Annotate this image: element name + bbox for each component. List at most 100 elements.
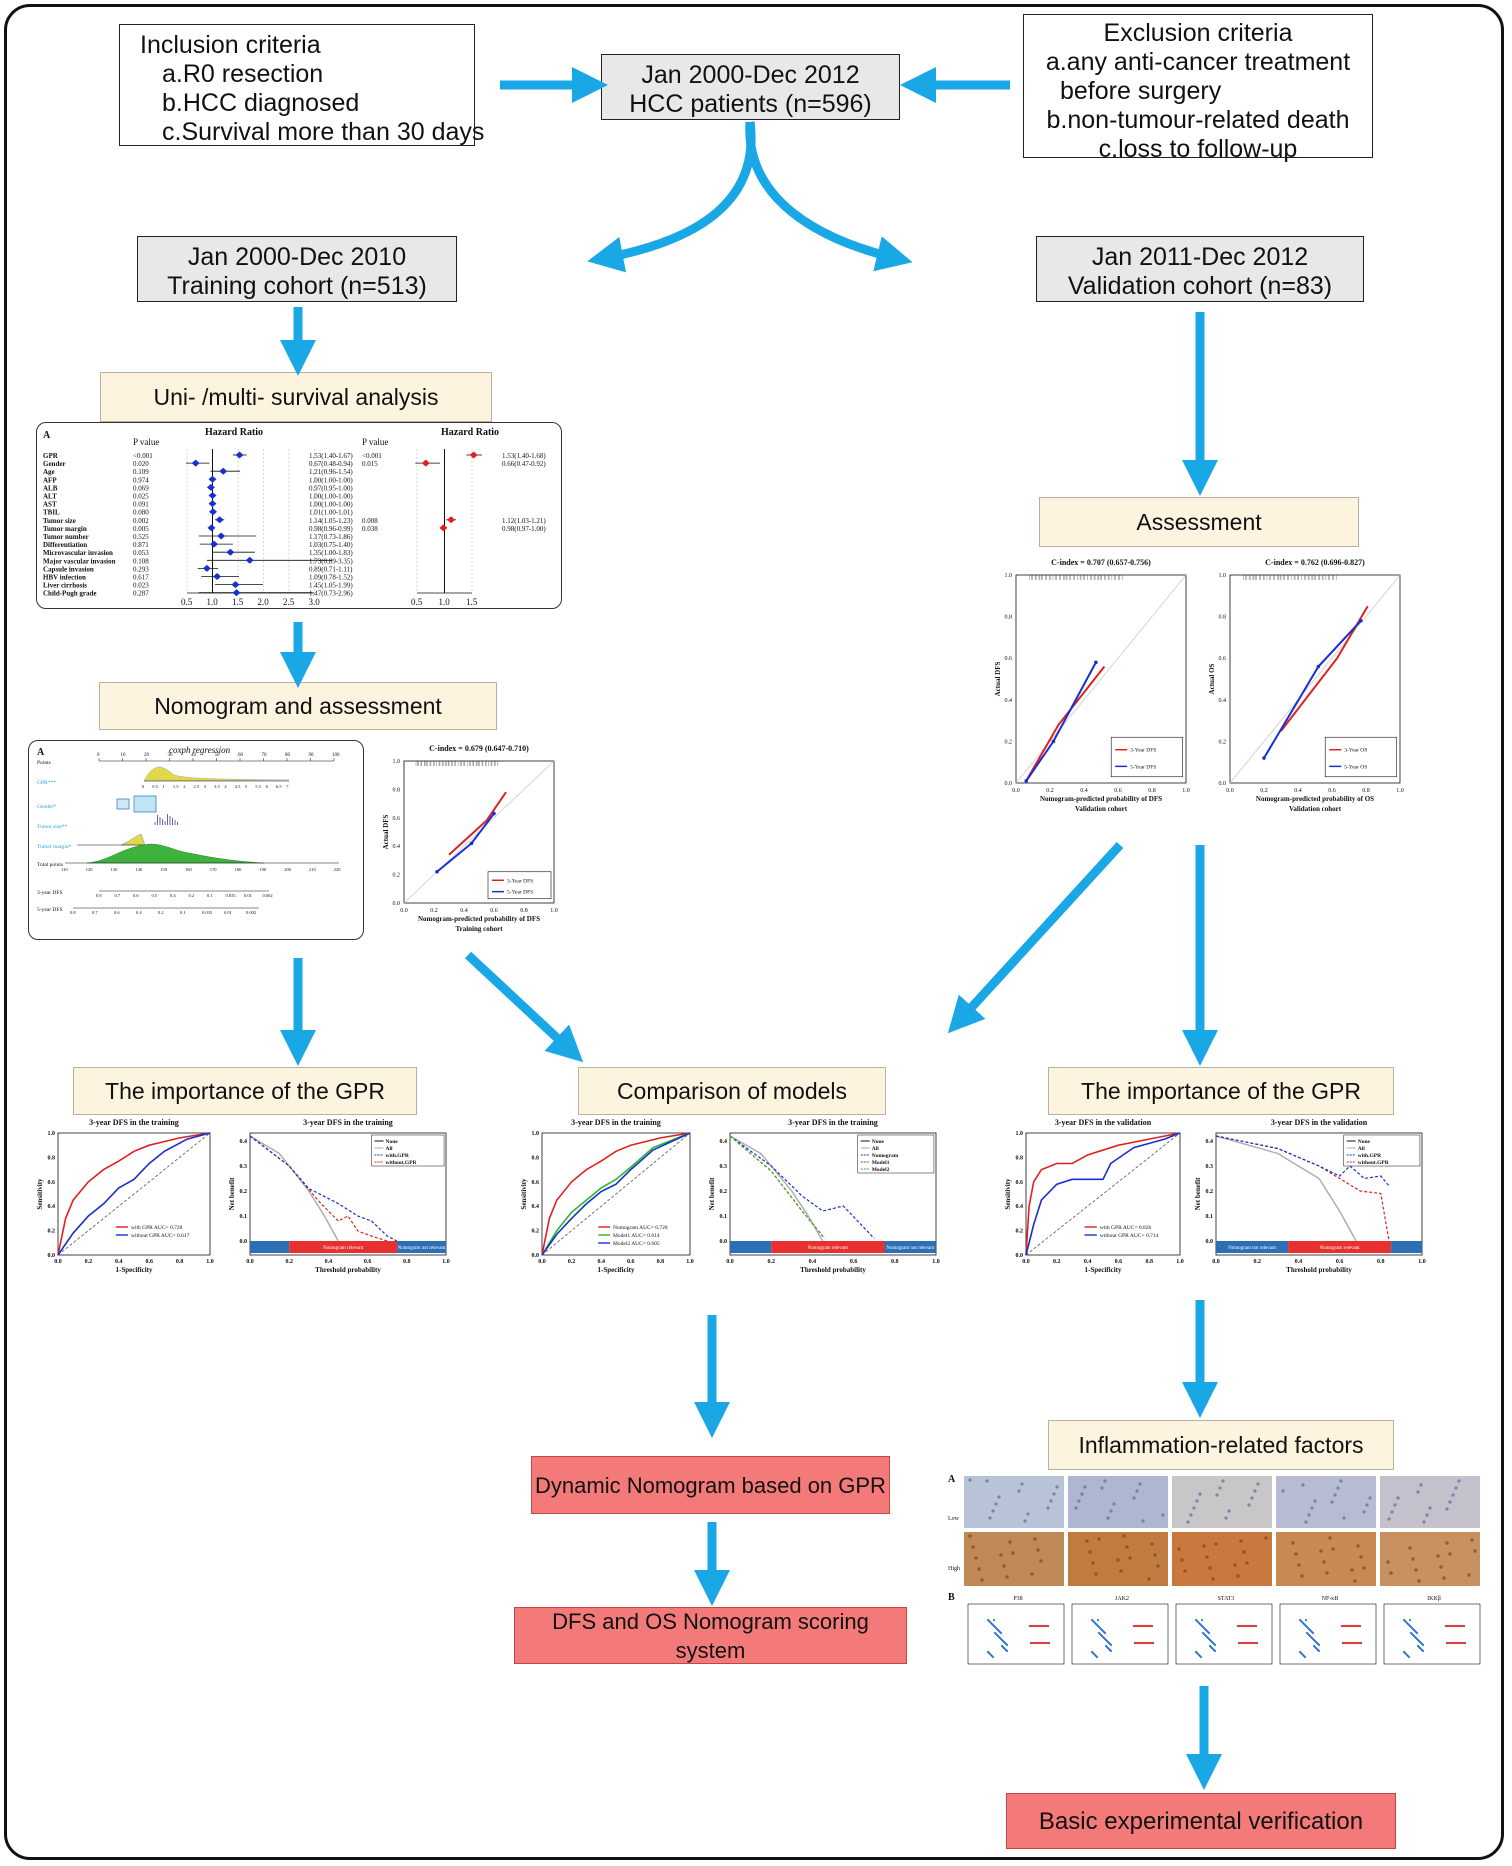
roc-legend-label: with GPR AUC= 0.728 bbox=[131, 1225, 183, 1231]
ihc-nucleus bbox=[1215, 1493, 1219, 1497]
ihc-marker-label: STAT3 bbox=[1218, 1596, 1235, 1602]
roc-y-tick: 0.6 bbox=[1016, 1180, 1024, 1186]
nomo-gpr-tick: 1 bbox=[163, 784, 165, 789]
ihc-low-image bbox=[1068, 1476, 1168, 1528]
ihc-scatter-point bbox=[1243, 1641, 1247, 1645]
ihc-scatter-point bbox=[1045, 1641, 1049, 1645]
dca-x-label: Threshold probability bbox=[315, 1266, 381, 1274]
ihc-stain bbox=[1030, 1572, 1034, 1576]
dca-curve bbox=[249, 1135, 339, 1242]
ihc-nucleus bbox=[1106, 1516, 1110, 1520]
ihc-scatter-point bbox=[1451, 1641, 1455, 1645]
calibration-y-tick: 0.4 bbox=[1219, 698, 1227, 704]
calibration-y-tick: 0.4 bbox=[1005, 698, 1013, 704]
dca-legend-label: All bbox=[386, 1146, 394, 1152]
forest-hr-text: 1.73(0.89-3.35) bbox=[309, 557, 353, 565]
ihc-scatter-point bbox=[1238, 1624, 1242, 1628]
calibration-y-tick: 0.0 bbox=[1005, 781, 1013, 787]
roc-y-tick: 1.0 bbox=[1016, 1131, 1024, 1137]
ihc-nucleus bbox=[1307, 1513, 1311, 1517]
nomo-row-label: Points bbox=[37, 760, 51, 766]
ihc-scatter-point bbox=[1357, 1641, 1361, 1645]
calibration-legend-label: 3-Year DFS bbox=[1130, 748, 1156, 754]
dca-x-tick: 1.0 bbox=[932, 1259, 940, 1265]
dca-x-tick: 0.6 bbox=[1336, 1259, 1344, 1265]
ihc-stain bbox=[1128, 1556, 1132, 1560]
ihc-nucleus bbox=[1393, 1503, 1397, 1507]
forest-hr-text: 0.67(0.48-0.94) bbox=[309, 460, 353, 468]
nomo-panel-letter: A bbox=[37, 747, 45, 758]
calibration-y-tick: 0.0 bbox=[393, 901, 401, 907]
dca-y-tick: 0.1 bbox=[720, 1214, 728, 1220]
calibration-point bbox=[469, 841, 474, 846]
ihc-scatter-point bbox=[1242, 1624, 1246, 1628]
forest-hr-marker bbox=[217, 532, 226, 540]
calibration-x-label: Nomogram-predicted probability of DFS bbox=[1040, 795, 1162, 803]
ihc-nucleus bbox=[1425, 1513, 1429, 1517]
nomo-gpr-tick: 7 bbox=[286, 784, 289, 789]
nomo-dfs3-tick: 0.4 bbox=[170, 893, 176, 898]
ihc-scatter-point bbox=[1028, 1624, 1032, 1628]
ihc-nucleus bbox=[991, 1509, 995, 1513]
roc-y-tick: 1.0 bbox=[48, 1131, 56, 1137]
training-cohort-box: Jan 2000-Dec 2010 Training cohort (n=513… bbox=[137, 236, 457, 302]
nomo-row-label: Gender* bbox=[37, 804, 56, 810]
dca-relevance-label: Nomogram relevant bbox=[323, 1246, 364, 1251]
calibration-validation-os-chart: C-index = 0.762 (0.696-0.827)0.00.00.20.… bbox=[1208, 558, 1404, 813]
ihc-stain bbox=[1297, 1563, 1301, 1567]
ihc-scatter-frame bbox=[1175, 1603, 1273, 1665]
ihc-stain bbox=[1011, 1551, 1015, 1555]
ihc-scatter-point bbox=[1421, 1643, 1425, 1647]
ihc-scatter-point bbox=[1353, 1641, 1357, 1645]
dca-frame bbox=[249, 1132, 447, 1256]
ihc-stain bbox=[1411, 1557, 1415, 1561]
roc-y-tick: 0.0 bbox=[48, 1253, 56, 1259]
ihc-nucleus bbox=[1161, 1513, 1165, 1517]
nomo-total-density bbox=[86, 843, 265, 864]
dca-legend-box bbox=[1343, 1134, 1421, 1167]
ihc-nucleus bbox=[997, 1495, 1001, 1499]
forest-variable-label: TBIL bbox=[43, 509, 60, 517]
forest-hr-text: 0.98(0.96-0.99) bbox=[309, 525, 353, 533]
calibration-x-tick: 1.0 bbox=[1396, 788, 1404, 794]
ihc-scatter-point bbox=[1252, 1624, 1256, 1628]
forest-tick-label: 0.5 bbox=[411, 597, 423, 607]
dca-y-tick: 0.3 bbox=[1206, 1164, 1214, 1170]
roc-diagonal bbox=[57, 1132, 211, 1256]
ihc-high-image bbox=[1380, 1532, 1480, 1586]
ihc-nucleus bbox=[1396, 1496, 1400, 1500]
ihc-scatter-point bbox=[1109, 1649, 1113, 1653]
exclusion-item: before surgery bbox=[1060, 77, 1222, 105]
ihc-stain bbox=[1180, 1558, 1184, 1562]
ihc-scatter-point bbox=[1415, 1631, 1419, 1635]
ihc-scatter-frame bbox=[1279, 1603, 1377, 1665]
dca-y-tick: 0.2 bbox=[240, 1189, 248, 1195]
dca-x-label: Threshold probability bbox=[800, 1266, 866, 1274]
ihc-scatter-point bbox=[1457, 1641, 1461, 1645]
ihc-stain bbox=[1147, 1577, 1151, 1581]
ihc-stain bbox=[1153, 1553, 1157, 1557]
nomo-tick-label: 90 bbox=[309, 753, 315, 758]
ihc-stain bbox=[1353, 1579, 1357, 1583]
calibration-x-label: Nomogram-predicted probability of OS bbox=[1256, 795, 1374, 803]
calibration-x-tick: 0.2 bbox=[430, 908, 438, 914]
roc-x-tick: 0.4 bbox=[597, 1259, 605, 1265]
ihc-scatter-point bbox=[1140, 1624, 1144, 1628]
dca-x-tick: 0.0 bbox=[246, 1259, 254, 1265]
nomo-gpr-tick: 4.5 bbox=[235, 784, 241, 789]
dca-legend-label: None bbox=[386, 1139, 399, 1145]
ihc-scatter-point bbox=[1407, 1655, 1411, 1659]
dca-legend-label: All bbox=[1358, 1146, 1366, 1152]
forest-hr-text: 1.01(1.00-1.01) bbox=[309, 509, 353, 517]
forest-multi-hr: 0.66(0.47-0.92) bbox=[502, 460, 546, 468]
dca-curve bbox=[729, 1135, 875, 1239]
ihc-scatter-frame bbox=[967, 1603, 1065, 1665]
calibration-3yr-line bbox=[1025, 665, 1106, 782]
forest-p-value: <0.001 bbox=[133, 452, 153, 460]
ihc-stain bbox=[1445, 1541, 1449, 1545]
validation-cohort-box: Jan 2011-Dec 2012 Validation cohort (n=8… bbox=[1036, 236, 1364, 302]
ihc-scatter-point bbox=[1038, 1624, 1042, 1628]
forest-hr-text: 1.09(0.78-1.52) bbox=[309, 574, 353, 582]
roc-validation-chart: 3-year DFS in the validation0.00.00.20.2… bbox=[1004, 1118, 1184, 1274]
